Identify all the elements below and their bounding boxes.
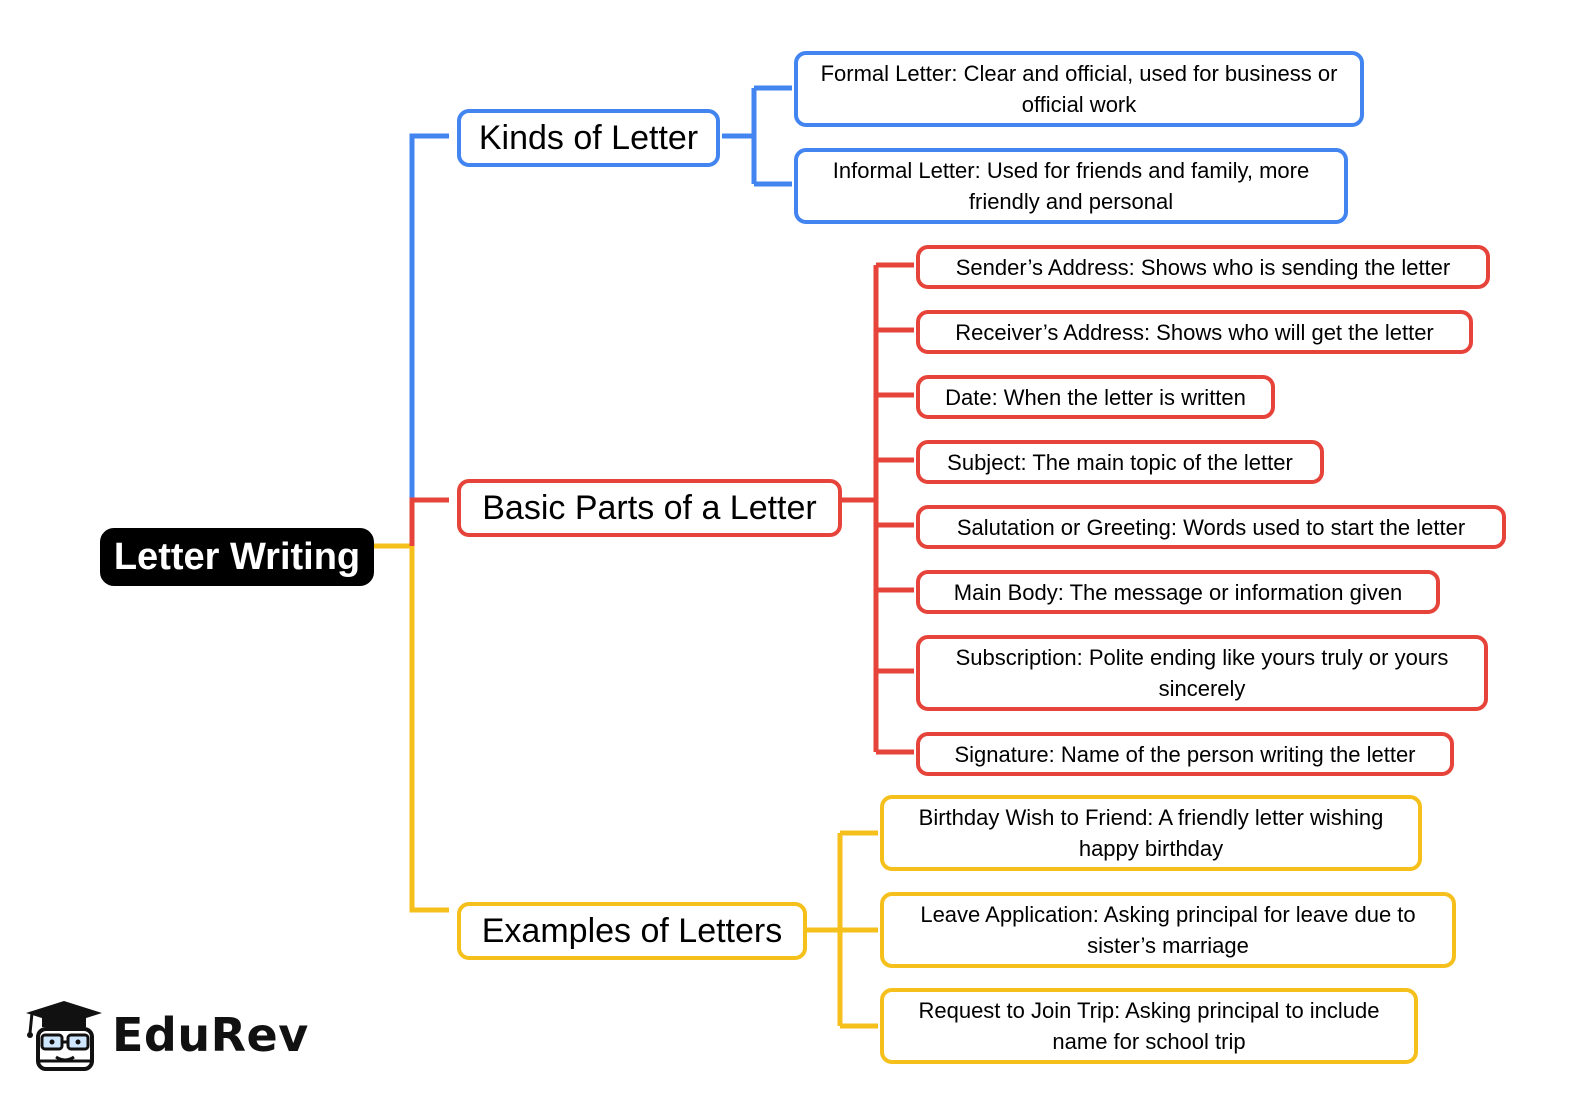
leaf-text: Signature: Name of the person writing th… — [954, 741, 1416, 767]
branch-label: Basic Parts of a Letter — [482, 488, 817, 527]
edurev-logo: EduRev — [18, 995, 309, 1075]
leaf-text: Birthday Wish to Friend: A friendly lett… — [918, 805, 1384, 861]
branch-label: Kinds of Letter — [478, 118, 699, 157]
leaf-text: Request to Join Trip: Asking principal t… — [918, 998, 1380, 1054]
leaf-text: Leave Application: Asking principal for … — [920, 902, 1416, 958]
leaf-birthday-wish: Birthday Wish to Friend: A friendly lett… — [880, 795, 1422, 871]
leaf-text: Date: When the letter is written — [945, 384, 1246, 410]
root-node: Letter Writing — [100, 528, 374, 586]
leaf-subscription: Subscription: Polite ending like yours t… — [916, 635, 1488, 711]
leaf-text: Formal Letter: Clear and official, used … — [820, 61, 1338, 117]
leaf-text: Salutation or Greeting: Words used to st… — [956, 514, 1466, 540]
leaf-senders-address: Sender’s Address: Shows who is sending t… — [916, 245, 1490, 289]
branch-kinds-of-letter: Kinds of Letter — [457, 109, 720, 167]
leaf-signature: Signature: Name of the person writing th… — [916, 732, 1454, 776]
root-label: Letter Writing — [113, 535, 361, 578]
leaf-text: Informal Letter: Used for friends and fa… — [832, 158, 1310, 214]
graduation-cap-mascot-icon — [26, 1001, 102, 1071]
leaf-leave-application: Leave Application: Asking principal for … — [880, 892, 1456, 968]
leaf-text: Subscription: Polite ending like yours t… — [955, 645, 1449, 701]
leaf-request-join-trip: Request to Join Trip: Asking principal t… — [880, 988, 1418, 1064]
leaf-text: Receiver’s Address: Shows who will get t… — [955, 319, 1434, 345]
leaf-text: Main Body: The message or information gi… — [953, 579, 1403, 605]
branch-label: Examples of Letters — [481, 911, 783, 950]
branch-examples: Examples of Letters — [457, 902, 807, 960]
logo-text: EduRev — [112, 1008, 309, 1062]
leaf-main-body: Main Body: The message or information gi… — [916, 570, 1440, 614]
leaf-formal-letter: Formal Letter: Clear and official, used … — [794, 51, 1364, 127]
leaf-date: Date: When the letter is written — [916, 375, 1275, 419]
leaf-subject: Subject: The main topic of the letter — [916, 440, 1324, 484]
leaf-salutation: Salutation or Greeting: Words used to st… — [916, 505, 1506, 549]
leaf-text: Sender’s Address: Shows who is sending t… — [955, 254, 1451, 280]
leaf-informal-letter: Informal Letter: Used for friends and fa… — [794, 148, 1348, 224]
leaf-text: Subject: The main topic of the letter — [947, 449, 1293, 475]
branch-basic-parts: Basic Parts of a Letter — [457, 479, 842, 537]
leaf-receivers-address: Receiver’s Address: Shows who will get t… — [916, 310, 1473, 354]
